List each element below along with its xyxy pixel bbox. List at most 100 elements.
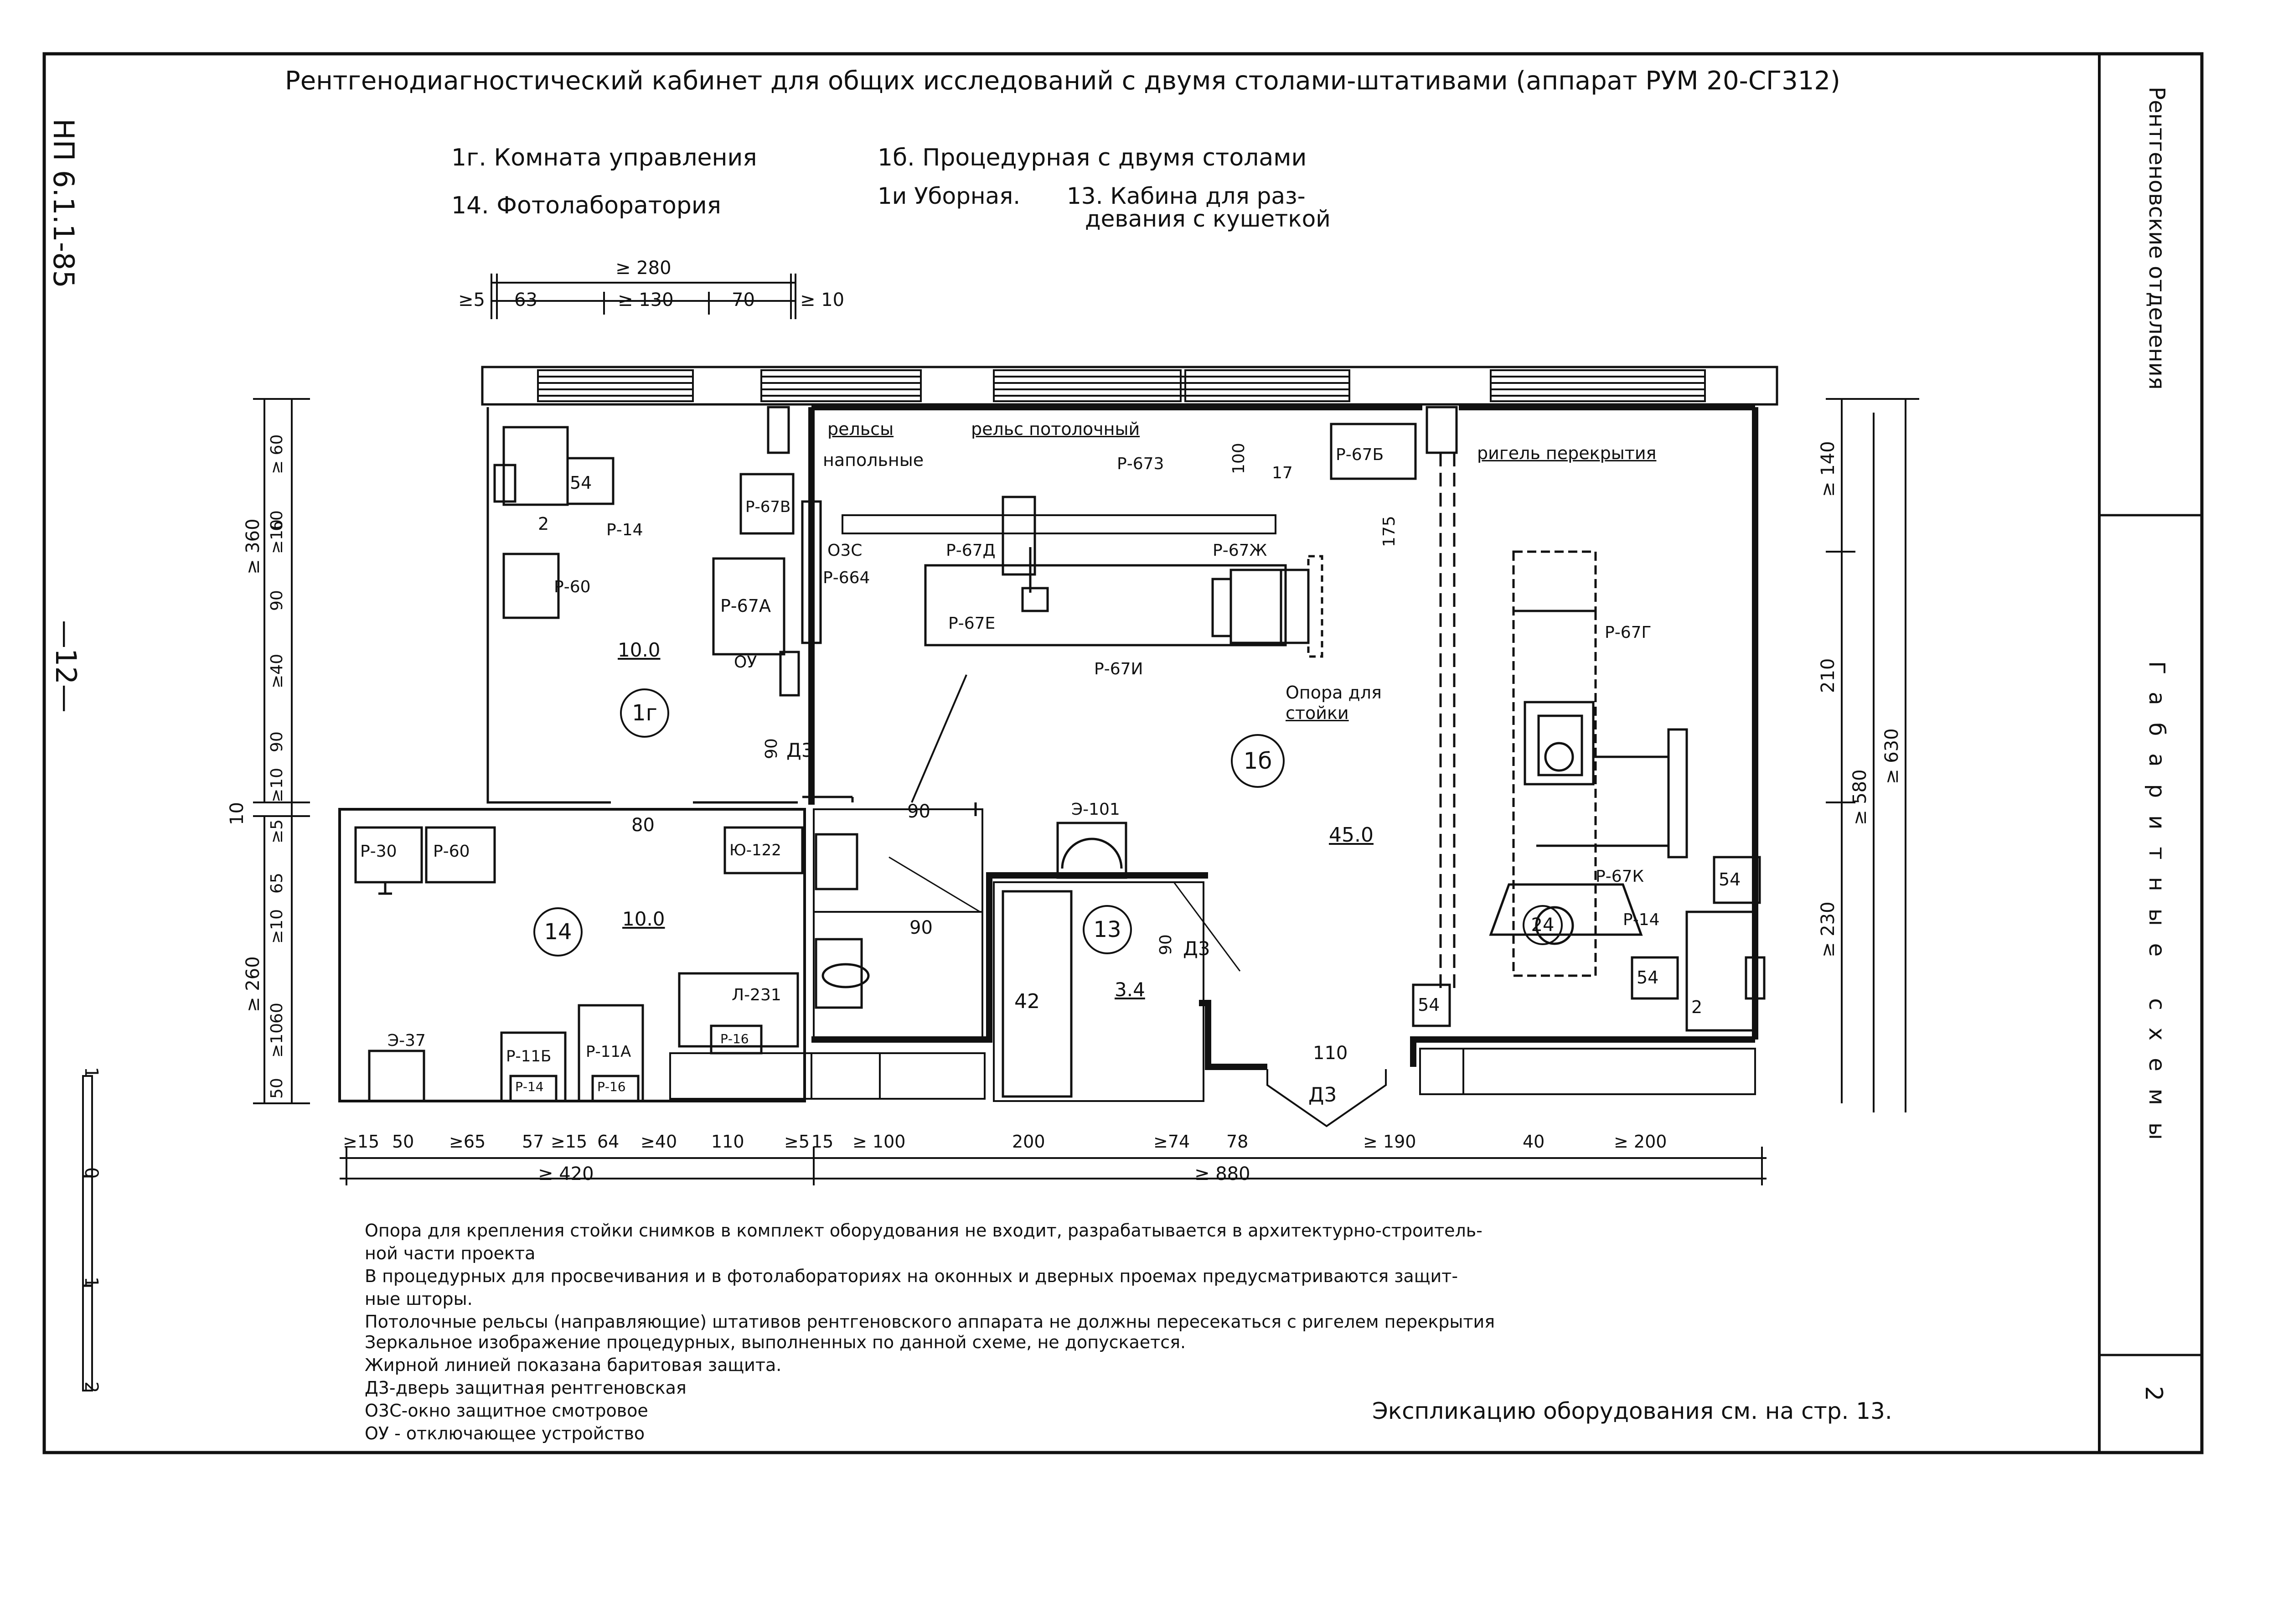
dim-bot-16: ≥ 200 — [1614, 1132, 1667, 1152]
note-2: В процедурных для просвечивания и в фото… — [365, 1266, 1458, 1286]
dim-bot-7: 110 — [711, 1132, 744, 1152]
note-8: О3С-окно защитное смотровое — [365, 1401, 648, 1421]
equip-p30: Р-30 — [360, 842, 397, 861]
equip-p67a: Р-67А — [720, 596, 771, 616]
scale-0: 0 — [81, 1167, 102, 1179]
dim-bot-9: 15 — [811, 1132, 834, 1152]
dim-bot-total-880: ≥ 880 — [1194, 1164, 1250, 1184]
dim-175: 175 — [1380, 516, 1399, 547]
dim-bot-10: ≥ 100 — [852, 1132, 906, 1152]
legend-1i: 1и Уборная. — [878, 183, 1021, 209]
legend-1g: 1г. Комната управления — [451, 144, 757, 171]
dim-left-p0: ≥ 60 — [268, 434, 286, 474]
label-rails-floor-1: рельсы — [827, 419, 894, 439]
dim-left-upper-total: ≥ 360 — [243, 518, 263, 574]
dim-bot-12: ≥74 — [1153, 1132, 1190, 1152]
label-oy: ОУ — [734, 653, 757, 672]
equip-p673: Р-673 — [1117, 455, 1164, 473]
legend-14: 14. Фотолаборатория — [451, 192, 721, 219]
label-support-1: Опора для — [1286, 683, 1382, 703]
equip-p67g: Р-67Г — [1605, 623, 1652, 642]
equip-p60-a: Р-60 — [554, 578, 591, 596]
equip-p664: Р-664 — [823, 569, 870, 587]
equip-2-a: 2 — [538, 514, 549, 534]
dim-left-p6: ≥10 — [268, 768, 286, 802]
equip-p67e: Р-67Е — [948, 614, 996, 633]
dim-bot-15: 40 — [1523, 1132, 1545, 1152]
room-marker-1b: 1б — [1231, 734, 1285, 788]
dim-90-b: 90 — [909, 917, 933, 938]
dim-bot-5: 64 — [597, 1132, 620, 1152]
protective-window-o3c — [801, 500, 822, 644]
label-support-2: стойки — [1286, 703, 1349, 723]
dim-90-c: 90 — [1157, 934, 1175, 955]
equip-p11a: Р-11А — [586, 1043, 631, 1061]
note-0: Опора для крепления стойки снимков в ком… — [365, 1221, 1483, 1241]
dim-110: 110 — [1313, 1043, 1348, 1064]
equip-p67i: Р-67И — [1094, 660, 1143, 678]
equip-p67v: Р-67В — [745, 498, 791, 516]
explication-note: Экспликацию оборудования см. на стр. 13. — [1372, 1398, 1892, 1424]
label-o3c: О3С — [827, 541, 863, 560]
equip-54-c: 54 — [1637, 967, 1659, 988]
equip-p67k: Р-67К — [1596, 867, 1644, 886]
dim-left-mid: 10 — [227, 802, 248, 825]
legend-13: 13. Кабина для раз- — [1067, 183, 1306, 209]
label-beam: ригель перекрытия — [1477, 443, 1657, 463]
note-4: Потолочные рельсы (направляющие) штативо… — [365, 1312, 1495, 1332]
equip-p16-b: Р-16 — [597, 1079, 626, 1094]
legend-1b: 1б. Процедурная с двумя столами — [878, 144, 1307, 171]
scale-1-top: 1 — [81, 1067, 102, 1079]
door-d3-2: Д3 — [1183, 937, 1210, 960]
equip-p14-c: Р-14 — [515, 1079, 544, 1094]
dim-top-1: ≥5 — [458, 290, 485, 310]
room-marker-14: 14 — [533, 907, 583, 957]
dim-left-p3: 90 — [268, 590, 286, 611]
dim-right-0: ≥ 140 — [1818, 441, 1839, 497]
dim-100: 100 — [1229, 443, 1248, 474]
room-marker-13: 13 — [1083, 905, 1132, 954]
dim-top-3: ≥ 130 — [618, 290, 674, 310]
equip-p67b: Р-67Б — [1336, 445, 1384, 464]
dim-bot-8: ≥5 — [784, 1132, 810, 1152]
dim-right-total-630: ≥ 630 — [1881, 728, 1902, 784]
equip-54-b: 54 — [1719, 869, 1741, 890]
label-rail-ceiling: рельс потолочный — [971, 419, 1140, 439]
window-strip — [481, 366, 1778, 406]
equip-yu122: Ю-122 — [729, 841, 781, 859]
scale-1: 1 — [81, 1277, 102, 1288]
equip-p67d: Р-67Д — [946, 541, 996, 560]
dim-right-2: ≥ 230 — [1818, 901, 1839, 957]
dim-bot-13: 78 — [1226, 1132, 1249, 1152]
equip-2-b: 2 — [1691, 997, 1703, 1017]
doc-code: НП 6.1.1-85 — [47, 119, 80, 288]
room-marker-1g: 1г — [620, 688, 669, 738]
dim-left-p4: ≥40 — [268, 654, 286, 688]
dim-left-p8: 65 — [268, 873, 286, 894]
dim-bot-total-420: ≥ 420 — [538, 1164, 594, 1184]
dim-bot-3: 57 — [522, 1132, 544, 1152]
sheet-number: 2 — [2140, 1386, 2167, 1402]
dim-90-d3: 90 — [762, 738, 781, 759]
note-9: ОУ - отключающее устройство — [365, 1423, 645, 1443]
table-p67e — [924, 564, 1287, 646]
dim-top-2: 63 — [514, 290, 537, 310]
dim-bot-6: ≥40 — [641, 1132, 677, 1152]
note-7: Д3-дверь защитная рентгеновская — [365, 1378, 687, 1398]
sheet-frame — [42, 52, 2204, 1454]
dim-bot-11: 200 — [1012, 1132, 1045, 1152]
dim-90-a: 90 — [907, 801, 930, 822]
dim-top-total: ≥ 280 — [615, 258, 672, 279]
area-1g: 10.0 — [618, 639, 661, 661]
dim-top-4: 70 — [732, 290, 755, 310]
dim-bot-4: ≥15 — [551, 1132, 588, 1152]
floor-rail — [842, 514, 1276, 534]
label-rails-floor-2: напольные — [823, 450, 924, 470]
area-13: 3.4 — [1115, 978, 1145, 1001]
dim-bot-2: ≥65 — [449, 1132, 486, 1152]
dim-right-1: 210 — [1818, 658, 1839, 693]
equip-54-d: 54 — [1418, 995, 1440, 1015]
legend-13-cont: девания с кушеткой — [1085, 206, 1331, 232]
